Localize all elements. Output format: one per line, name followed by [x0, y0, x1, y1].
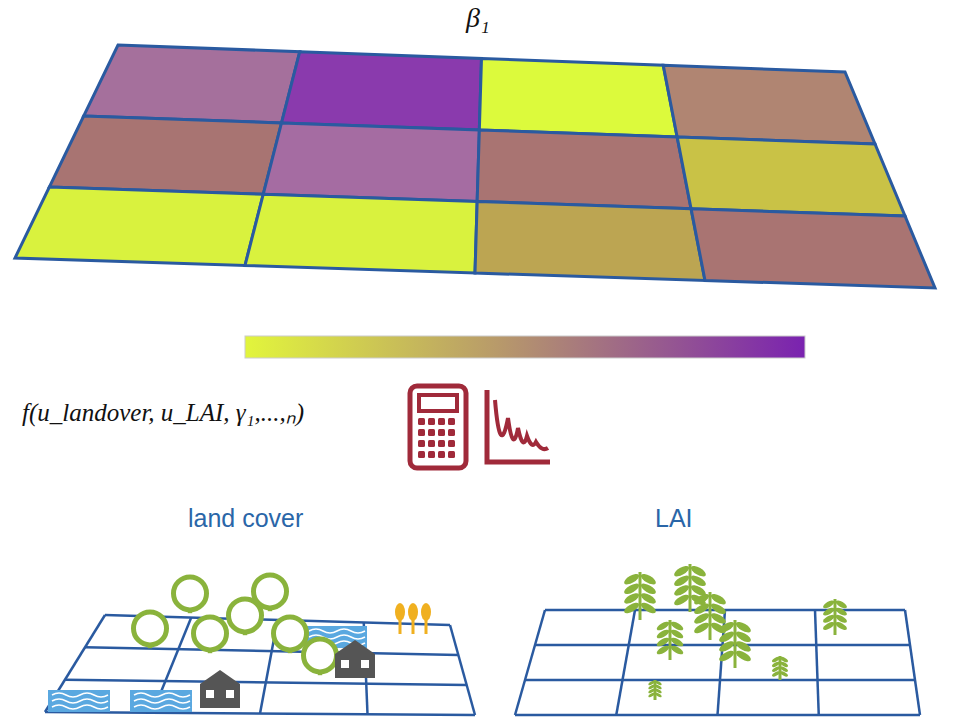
calc-key [438, 440, 445, 447]
grid-line [45, 712, 475, 715]
window [361, 660, 369, 668]
water [130, 690, 192, 712]
wave [52, 705, 108, 709]
calc-key [448, 429, 455, 436]
leaf [709, 592, 727, 607]
leaf [623, 572, 641, 587]
wave [134, 693, 190, 697]
label: LAI [655, 504, 693, 533]
calc-key [418, 429, 425, 436]
leaf [780, 656, 789, 663]
leaf [689, 564, 707, 579]
calc-key [428, 418, 435, 425]
calc-key [438, 451, 445, 458]
tree-crown [254, 575, 287, 608]
window [341, 660, 349, 668]
lai-grid [515, 564, 920, 715]
beta-grid [15, 45, 935, 288]
grid-line [85, 647, 458, 655]
grid-line [515, 610, 545, 715]
grid-line [450, 625, 475, 715]
calc-key [438, 429, 445, 436]
calc-key [418, 418, 425, 425]
grid-cell [263, 123, 479, 202]
leaf [718, 620, 736, 635]
tree-crown [304, 639, 337, 672]
wave [134, 699, 190, 703]
grid-cell [479, 59, 677, 138]
grid-cell [245, 194, 477, 273]
leaf [648, 680, 656, 686]
tree-crown [174, 577, 207, 610]
leaf [655, 620, 670, 632]
plant-stem [689, 564, 692, 612]
calc-key [448, 440, 455, 447]
tree-crown [134, 612, 167, 645]
leaf [834, 599, 848, 610]
leaf [771, 656, 780, 663]
calc-key [428, 440, 435, 447]
grid-line [616, 610, 635, 715]
crop-stem [412, 618, 415, 634]
decay-chart-icon [487, 390, 550, 462]
leaf [673, 564, 691, 579]
wave [52, 699, 108, 703]
leaf [639, 572, 657, 587]
color-bar [245, 336, 805, 358]
plant-stem [709, 592, 712, 640]
grid-cell [282, 52, 482, 130]
leaf [669, 620, 684, 632]
house [335, 640, 375, 678]
window [206, 690, 214, 698]
grid-line [905, 610, 920, 715]
leaf [655, 680, 663, 686]
grid-line [515, 714, 920, 717]
calculator-icon [410, 386, 466, 468]
house [200, 670, 240, 708]
grid-cell [663, 65, 875, 144]
leaf [734, 620, 752, 635]
calc-key [428, 451, 435, 458]
grid-cell [677, 137, 905, 216]
grid-cell [49, 116, 281, 194]
grid-cell [84, 45, 300, 123]
grid-line [525, 679, 915, 682]
calc-key [428, 429, 435, 436]
calc-key [448, 451, 455, 458]
calc-key [448, 418, 455, 425]
wave [309, 629, 365, 633]
label: β₁ [466, 2, 490, 34]
land-cover-grid [45, 575, 475, 715]
grid-cell [475, 202, 705, 281]
leaf [693, 592, 711, 607]
water [48, 690, 110, 712]
crop-stem [425, 618, 428, 634]
calc-key [438, 418, 445, 425]
grid-cell [691, 209, 935, 288]
grid-line [65, 680, 467, 685]
calc-key [418, 440, 425, 447]
window [226, 690, 234, 698]
grid-cell [477, 130, 691, 209]
leaf [822, 599, 836, 610]
grid-cell [15, 187, 263, 266]
crop-stem [399, 618, 402, 634]
calc-key [418, 451, 425, 458]
plant-stem [639, 572, 642, 620]
calculator-keys [418, 418, 455, 458]
plant-stem [734, 620, 737, 668]
label: f(u_landover, u_LAI, γ₁,...,ₙ) [22, 394, 304, 428]
grid-line [815, 610, 819, 715]
wave [134, 705, 190, 709]
wave [52, 693, 108, 697]
label: land cover [188, 504, 303, 533]
tree-crown [194, 617, 227, 650]
tree-crown [274, 617, 307, 650]
